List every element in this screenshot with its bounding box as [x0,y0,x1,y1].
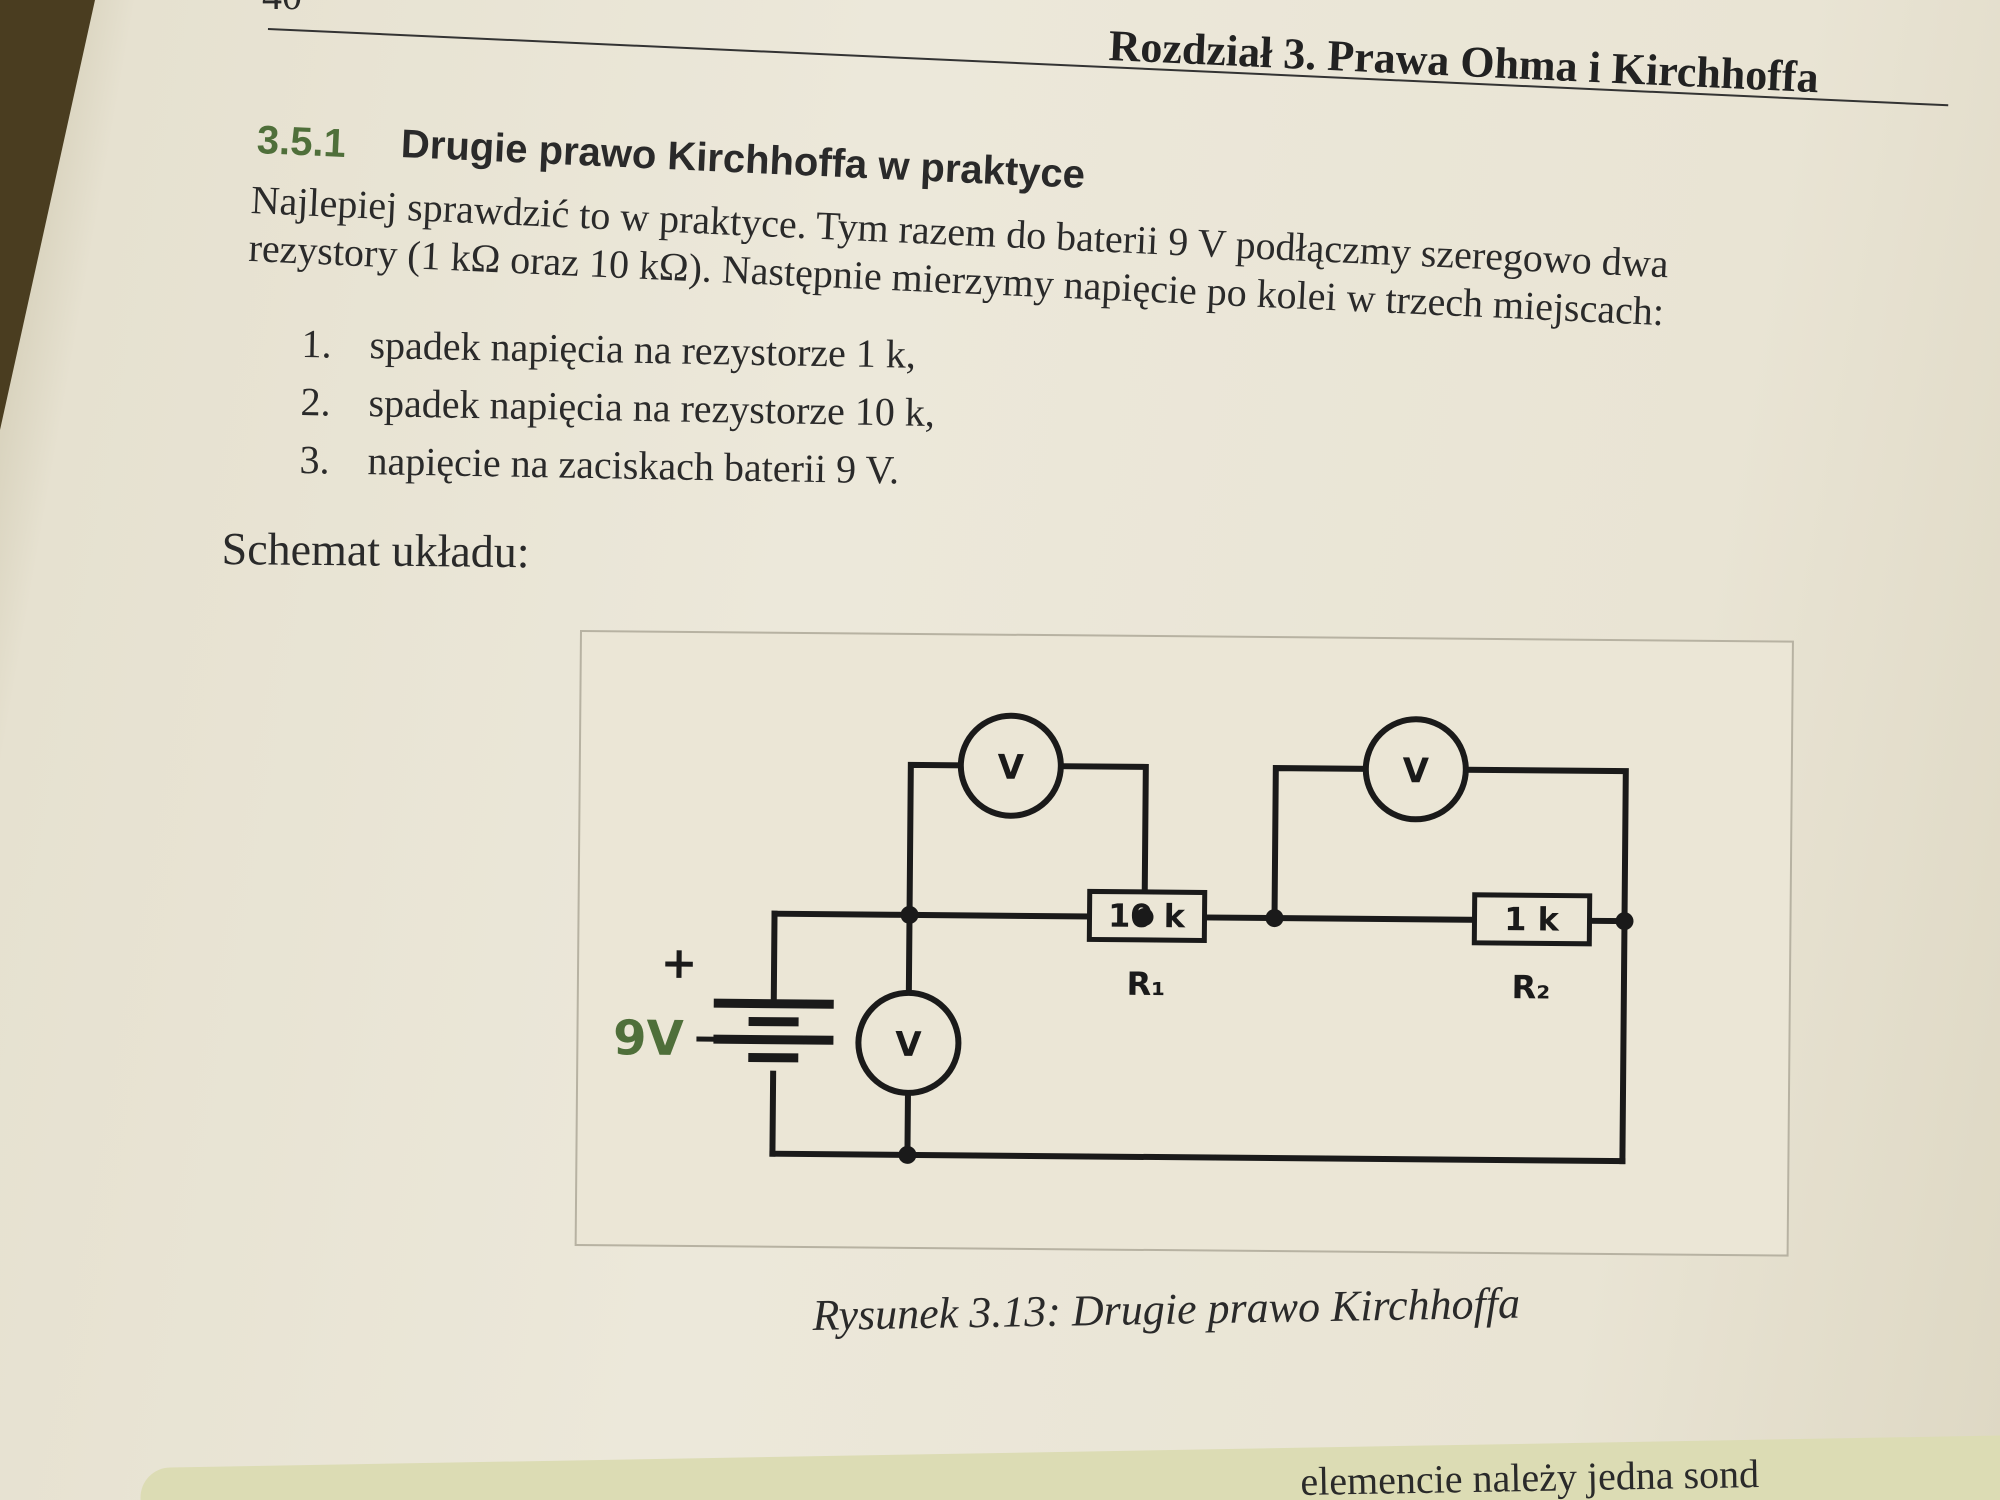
list-item: 3. napięcie na zaciskach baterii 9 V. [299,436,934,505]
list-item-text: spadek napięcia na rezystorze 1 k, [369,322,917,377]
wire-v3-top [905,911,913,1003]
next-info-text: elemencie należy jedna sond [1300,1450,1760,1500]
list-item-text: napięcie na zaciskach baterii 9 V. [367,438,900,493]
battery-symbol [696,998,834,1063]
wire-v3-bottom [904,1081,912,1158]
list-item-number: 2. [300,378,331,425]
wire-top-left [770,910,778,1007]
circuit-diagram: 10 k 1 k R₁ R₂ V V V [613,712,1634,1165]
r2-value: 1 k [1504,900,1560,938]
battery-label: 9V [613,1010,684,1067]
wire-v2-right [1447,766,1629,925]
wire-right-down [1619,918,1628,1165]
circuit-figure: 10 k 1 k R₁ R₂ V V V [574,630,1794,1257]
wire-battery-bottom [769,1070,777,1157]
wire-v1-right [1042,763,1149,920]
voltmeter-r1-label: V [997,748,1024,788]
wire-to-r1 [906,911,1093,920]
list-item-number: 3. [299,436,330,483]
voltmeter-battery: V [855,989,962,1096]
list-item-text: spadek napięcia na rezystorze 10 k, [368,380,936,436]
voltmeter-r2: V [1362,716,1469,823]
wire-top-left-h [771,910,913,918]
wire-between-resistors [1201,914,1483,923]
wire-v2-left [1271,765,1384,922]
voltmeter-r2-label: V [1402,751,1429,791]
list-item-number: 1. [301,320,332,367]
numbered-list: 1. spadek napięcia na rezystorze 1 k, 2. s… [299,320,936,505]
resistor-r2 [1471,892,1593,947]
page-number: 40 [262,0,302,19]
figure-caption: Rysunek 3.13: Drugie prawo Kirchhoffa [812,1278,1521,1340]
junction-dot [900,905,919,924]
junction-dot [1135,907,1154,926]
chapter-header: Rozdział 3. Prawa Ohma i Kirchhoffa [1107,20,1820,103]
r2-name: R₂ [1511,968,1550,1006]
r1-name: R₁ [1126,965,1165,1003]
voltmeter-battery-label: V [895,1025,922,1065]
voltmeter-r1: V [957,712,1064,819]
junction-dot [898,1145,917,1164]
schemat-label: Schemat układu: [221,522,530,578]
battery-plus: + [660,938,697,989]
junction-dots [898,905,1634,1164]
junction-dot [1615,912,1634,931]
section-number: 3.5.1 [256,118,347,166]
wire-v1-left [906,761,979,918]
junction-dot [1265,909,1284,928]
